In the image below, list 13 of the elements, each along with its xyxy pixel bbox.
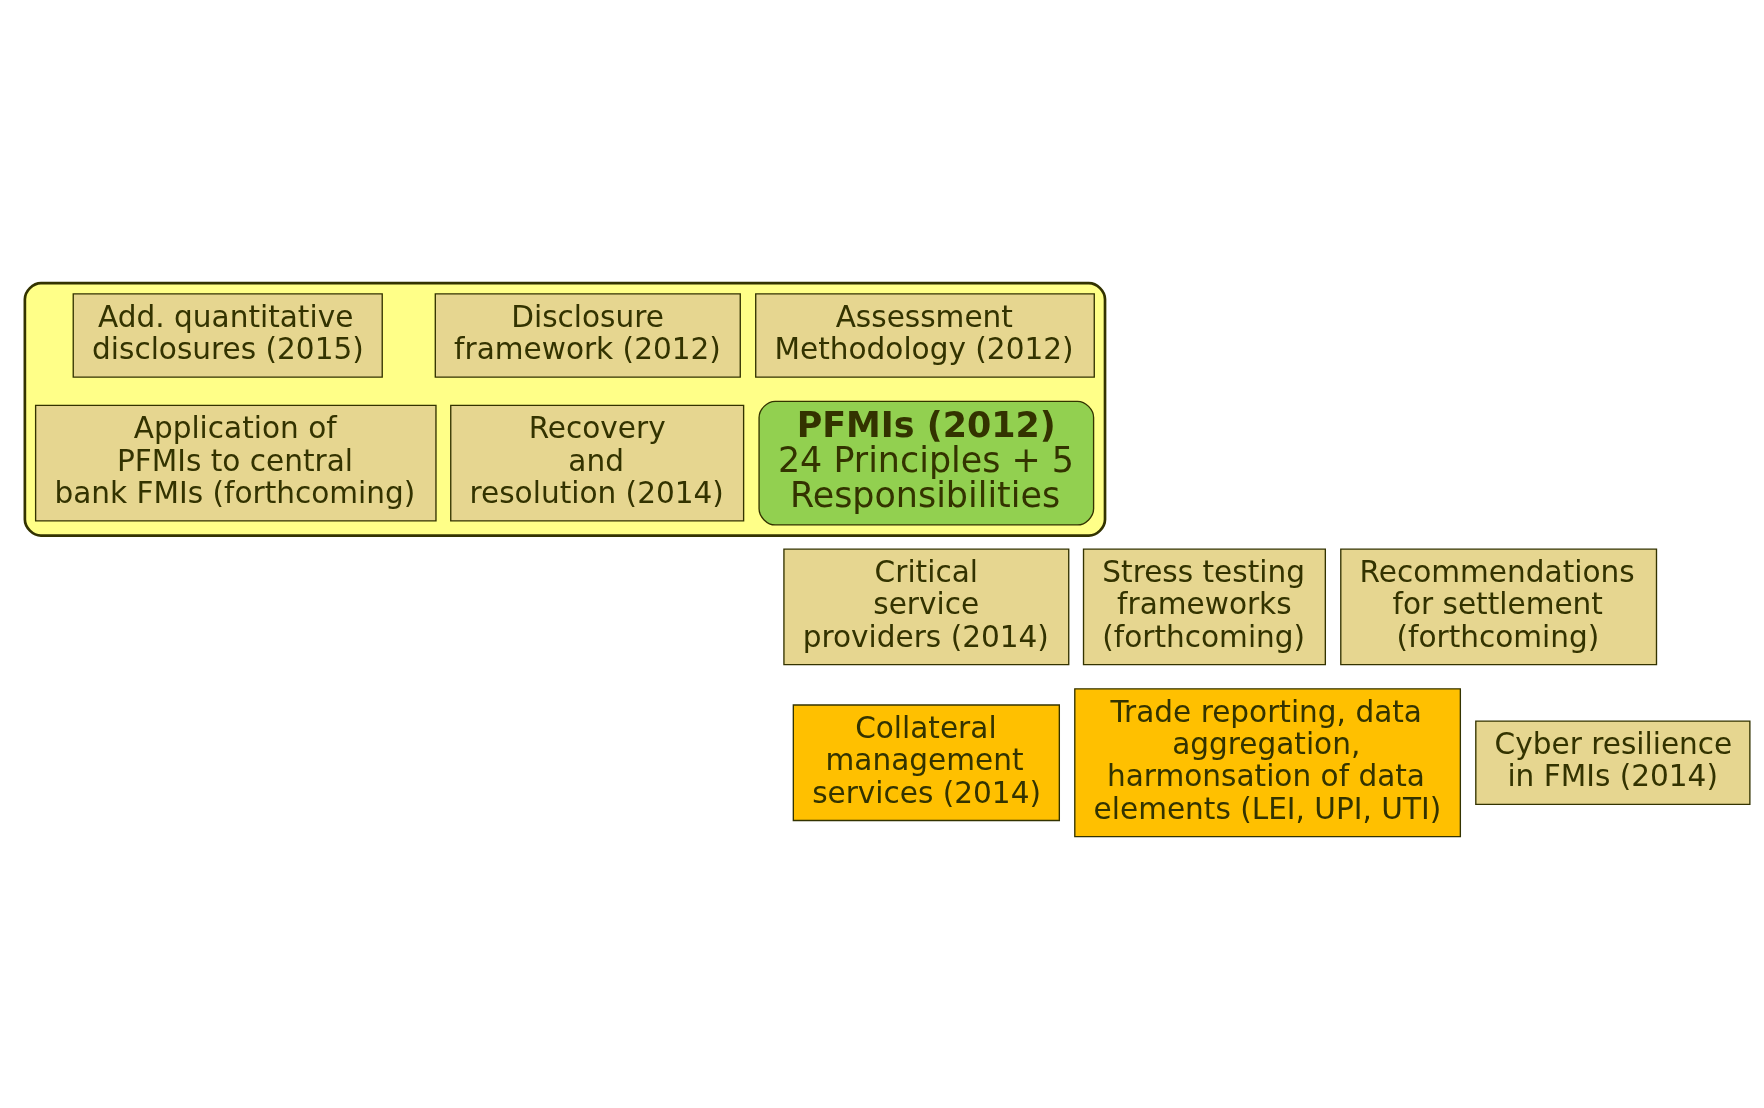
node-box: PFMIs (2012) 24 Principles + 5 Responsibilities — [758, 400, 1095, 526]
node-box: Critical service providers (2014) — [783, 547, 1070, 665]
node-box: Disclosure framework (2012) — [434, 292, 741, 378]
node-box: Application of PFMIs to central bank FMIs (forthcoming) — [34, 404, 437, 522]
node-box: Add. quantitative disclosures (2015) — [72, 292, 383, 378]
node-box: Recovery and resolution (2014) — [450, 404, 745, 522]
node-box: Assessment Methodology (2012) — [755, 292, 1095, 378]
cluster — [23, 281, 1107, 537]
node-box: Collateral management services (2014) — [792, 703, 1060, 821]
node-box: Trade reporting, data aggregation, harmonsation of data elements (LEI, UPI, UTI) — [1074, 687, 1462, 837]
node-box: Cyber resilience in FMIs (2014) — [1475, 719, 1751, 805]
node-box: Stress testing frameworks (forthcoming) — [1082, 547, 1326, 665]
node-box: Recommendations for settlement (forthcoming) — [1340, 547, 1658, 665]
